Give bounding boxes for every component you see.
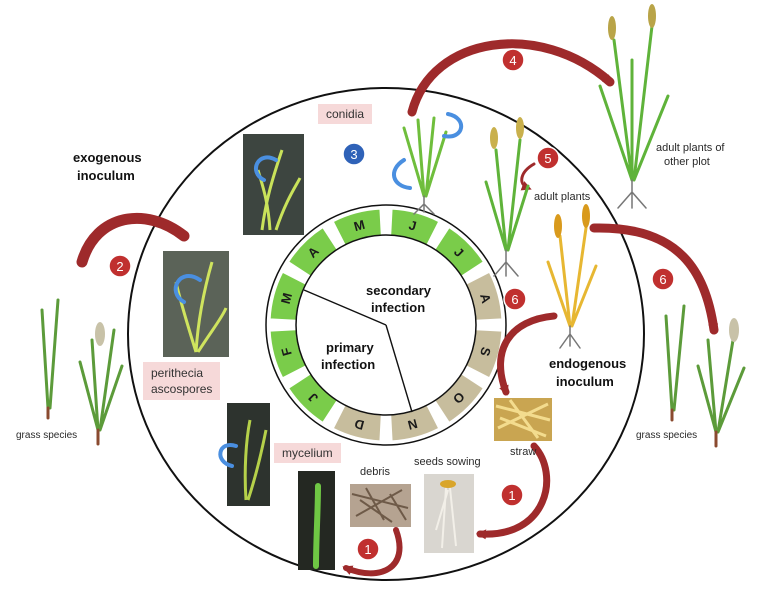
exogenous-label-line1: exogenous bbox=[73, 150, 142, 165]
straw-label: straw bbox=[510, 446, 537, 458]
secondary-infection-label-line1: secondary bbox=[366, 283, 432, 298]
adult-plants-other-plot-label-line1: adult plants of bbox=[656, 142, 725, 154]
arrow-straw-to-seeds bbox=[476, 442, 551, 540]
month-letter: M bbox=[352, 217, 366, 234]
conidia-label: conidia bbox=[318, 104, 373, 124]
seedling-photo-top bbox=[243, 134, 304, 235]
season-divider-line-1 bbox=[303, 289, 387, 326]
blue-curl-arrow-seedling-top bbox=[254, 155, 278, 182]
seeds-sowing-photo bbox=[424, 474, 474, 553]
step-badge-number-s6a: 6 bbox=[511, 292, 518, 307]
step-badge-number-s4: 4 bbox=[509, 53, 516, 68]
step-badge-number-s6b: 6 bbox=[659, 272, 666, 287]
arrow-secondary-spread bbox=[520, 162, 536, 191]
perithecia-label: perithecia ascospores bbox=[143, 362, 221, 400]
step-badge-s3 bbox=[342, 142, 366, 166]
primary-infection-label-line1: primary bbox=[326, 340, 374, 355]
step-badge-s6a bbox=[503, 287, 527, 311]
step-badge-s1b bbox=[500, 483, 524, 507]
blue-curl-arrow-conidia-bottom bbox=[392, 158, 412, 190]
season-divider-line-2 bbox=[385, 324, 413, 413]
month-letter: D bbox=[353, 416, 366, 433]
month-letter: N bbox=[406, 416, 419, 433]
arrow-adult-to-grass-right bbox=[589, 223, 719, 335]
step-badges: 1 1 2 3 4 5 6 6 bbox=[108, 48, 675, 561]
grass-species-right-label: grass species bbox=[636, 430, 698, 441]
month-letter: M bbox=[278, 291, 295, 305]
seeds-sowing-label: seeds sowing bbox=[414, 456, 481, 468]
blue-curl-arrow-seedling-bottom bbox=[218, 443, 238, 468]
adult-plants-other-plot bbox=[598, 4, 670, 209]
perithecia-label-line1: perithecia bbox=[151, 366, 204, 380]
step-badge-number-s1b: 1 bbox=[508, 488, 515, 503]
month-letter: S bbox=[477, 346, 494, 359]
secondary-infection-label-line2: infection bbox=[371, 300, 426, 315]
adult-wheat-plant-red bbox=[484, 117, 530, 277]
grass-species-left-label: grass species bbox=[16, 430, 78, 441]
step-badge-number-s5: 5 bbox=[544, 151, 551, 166]
blue-curl-arrow-seedling-middle bbox=[173, 273, 202, 304]
step-badge-number-s2: 2 bbox=[116, 259, 123, 274]
month-letter: A bbox=[477, 292, 494, 306]
grass-species-left-plant bbox=[40, 298, 124, 446]
endogenous-label-line1: endogenous bbox=[549, 356, 627, 371]
step-badge-number-s1a: 1 bbox=[364, 542, 371, 557]
step-badge-s5 bbox=[536, 146, 560, 170]
month-letter: F bbox=[278, 346, 295, 358]
arrow-debris-to-mycelium bbox=[342, 527, 403, 577]
blue-curl-arrow-conidia-top bbox=[442, 112, 463, 139]
conidia-wheat-plant bbox=[402, 116, 448, 215]
step-badge-s1a bbox=[356, 537, 380, 561]
perithecia-label-line2: ascospores bbox=[151, 382, 213, 396]
adult-plants-label: adult plants bbox=[534, 191, 591, 203]
seedling-photo-middle bbox=[163, 251, 229, 357]
straw-photo bbox=[494, 398, 552, 441]
seedling-photo-bottom bbox=[227, 403, 270, 506]
grass-species-right-plant bbox=[664, 304, 746, 448]
step-badge-s2 bbox=[108, 254, 132, 278]
endogenous-label-line2: inoculum bbox=[556, 374, 614, 389]
outer-cycle-circle bbox=[127, 87, 645, 581]
primary-infection-label-line2: infection bbox=[321, 357, 376, 372]
mycelium-photo bbox=[298, 471, 335, 570]
step-badge-s6b bbox=[651, 267, 675, 291]
exogenous-label-line2: inoculum bbox=[77, 168, 135, 183]
arrow-exogenous-to-perithecia bbox=[76, 212, 190, 268]
month-letter: J bbox=[407, 217, 418, 233]
debris-photo bbox=[350, 484, 411, 527]
adult-plants-other-plot-label-line2: other plot bbox=[664, 156, 710, 168]
arrow-endogenous-to-straw bbox=[497, 312, 558, 396]
mycelium-label: mycelium bbox=[274, 443, 341, 463]
adult-wheat-plant-yellow bbox=[546, 204, 598, 349]
arrow-conidia-to-other-plot bbox=[407, 39, 615, 117]
step-badge-number-s3: 3 bbox=[350, 147, 357, 162]
step-badge-s4 bbox=[501, 48, 525, 72]
debris-label: debris bbox=[360, 466, 390, 478]
